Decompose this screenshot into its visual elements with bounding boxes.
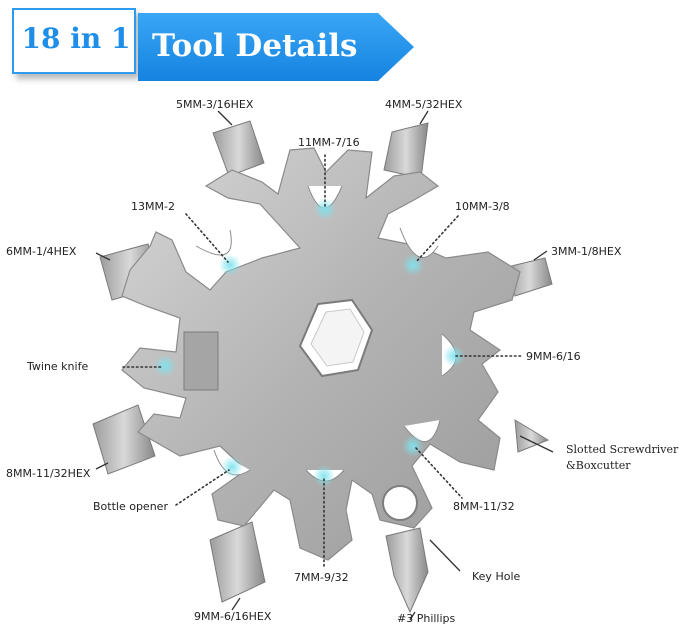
marker-twine — [154, 355, 176, 377]
label-3mm-hex: 3MM-1/8HEX — [551, 245, 622, 258]
marker-13mm — [219, 254, 241, 276]
marker-11mm — [314, 198, 336, 220]
hex-bit-8mm — [92, 404, 156, 475]
label-13mm-wrench: 13MM-2 — [131, 200, 175, 213]
hex-bit-5mm — [212, 120, 265, 177]
title-banner — [138, 13, 414, 81]
label-7mm-wrench: 7MM-9/32 — [294, 571, 349, 584]
label-boxcutter: &Boxcutter — [566, 459, 631, 472]
label-slotted-screwdriver: Slotted Screwdriver — [566, 443, 679, 456]
marker-9mm — [443, 345, 465, 367]
label-8mm-hex: 8MM-11/32HEX — [6, 467, 91, 480]
hex-bit-4mm — [383, 122, 429, 179]
label-phillips: #3 Phillips — [397, 612, 456, 625]
label-8mm-wrench: 8MM-11/32 — [453, 500, 515, 513]
twine-knife-recess — [183, 331, 219, 391]
marker-7mm — [313, 465, 335, 487]
label-9mm-hex: 9MM-6/16HEX — [194, 610, 272, 623]
slotted-blade — [514, 419, 550, 453]
label-twine-knife: Twine knife — [27, 360, 89, 373]
phillips-bit — [385, 527, 429, 614]
label-6mm-hex: 6MM-1/4HEX — [6, 245, 77, 258]
label-5mm-hex: 5MM-3/16HEX — [176, 98, 254, 111]
label-key-hole: Key Hole — [472, 570, 521, 583]
label-4mm-hex: 4MM-5/32HEX — [385, 98, 463, 111]
label-9mm-wrench: 9MM-6/16 — [526, 350, 581, 363]
label-10mm-wrench: 10MM-3/8 — [455, 200, 510, 213]
key-hole — [382, 485, 418, 521]
label-bottle-opener: Bottle opener — [93, 500, 168, 513]
badge-text: 18 in 1 — [21, 22, 131, 55]
leader-lines — [122, 154, 523, 567]
marker-8mm — [402, 435, 424, 457]
hex-bit-9mm — [209, 521, 266, 603]
product-count-badge: 18 in 1 — [12, 8, 136, 74]
marker-bottle — [221, 456, 243, 478]
page-title: Tool Details — [152, 28, 358, 64]
bit-pointer-lines — [95, 110, 554, 621]
label-11mm-wrench: 11MM-7/16 — [298, 136, 360, 149]
